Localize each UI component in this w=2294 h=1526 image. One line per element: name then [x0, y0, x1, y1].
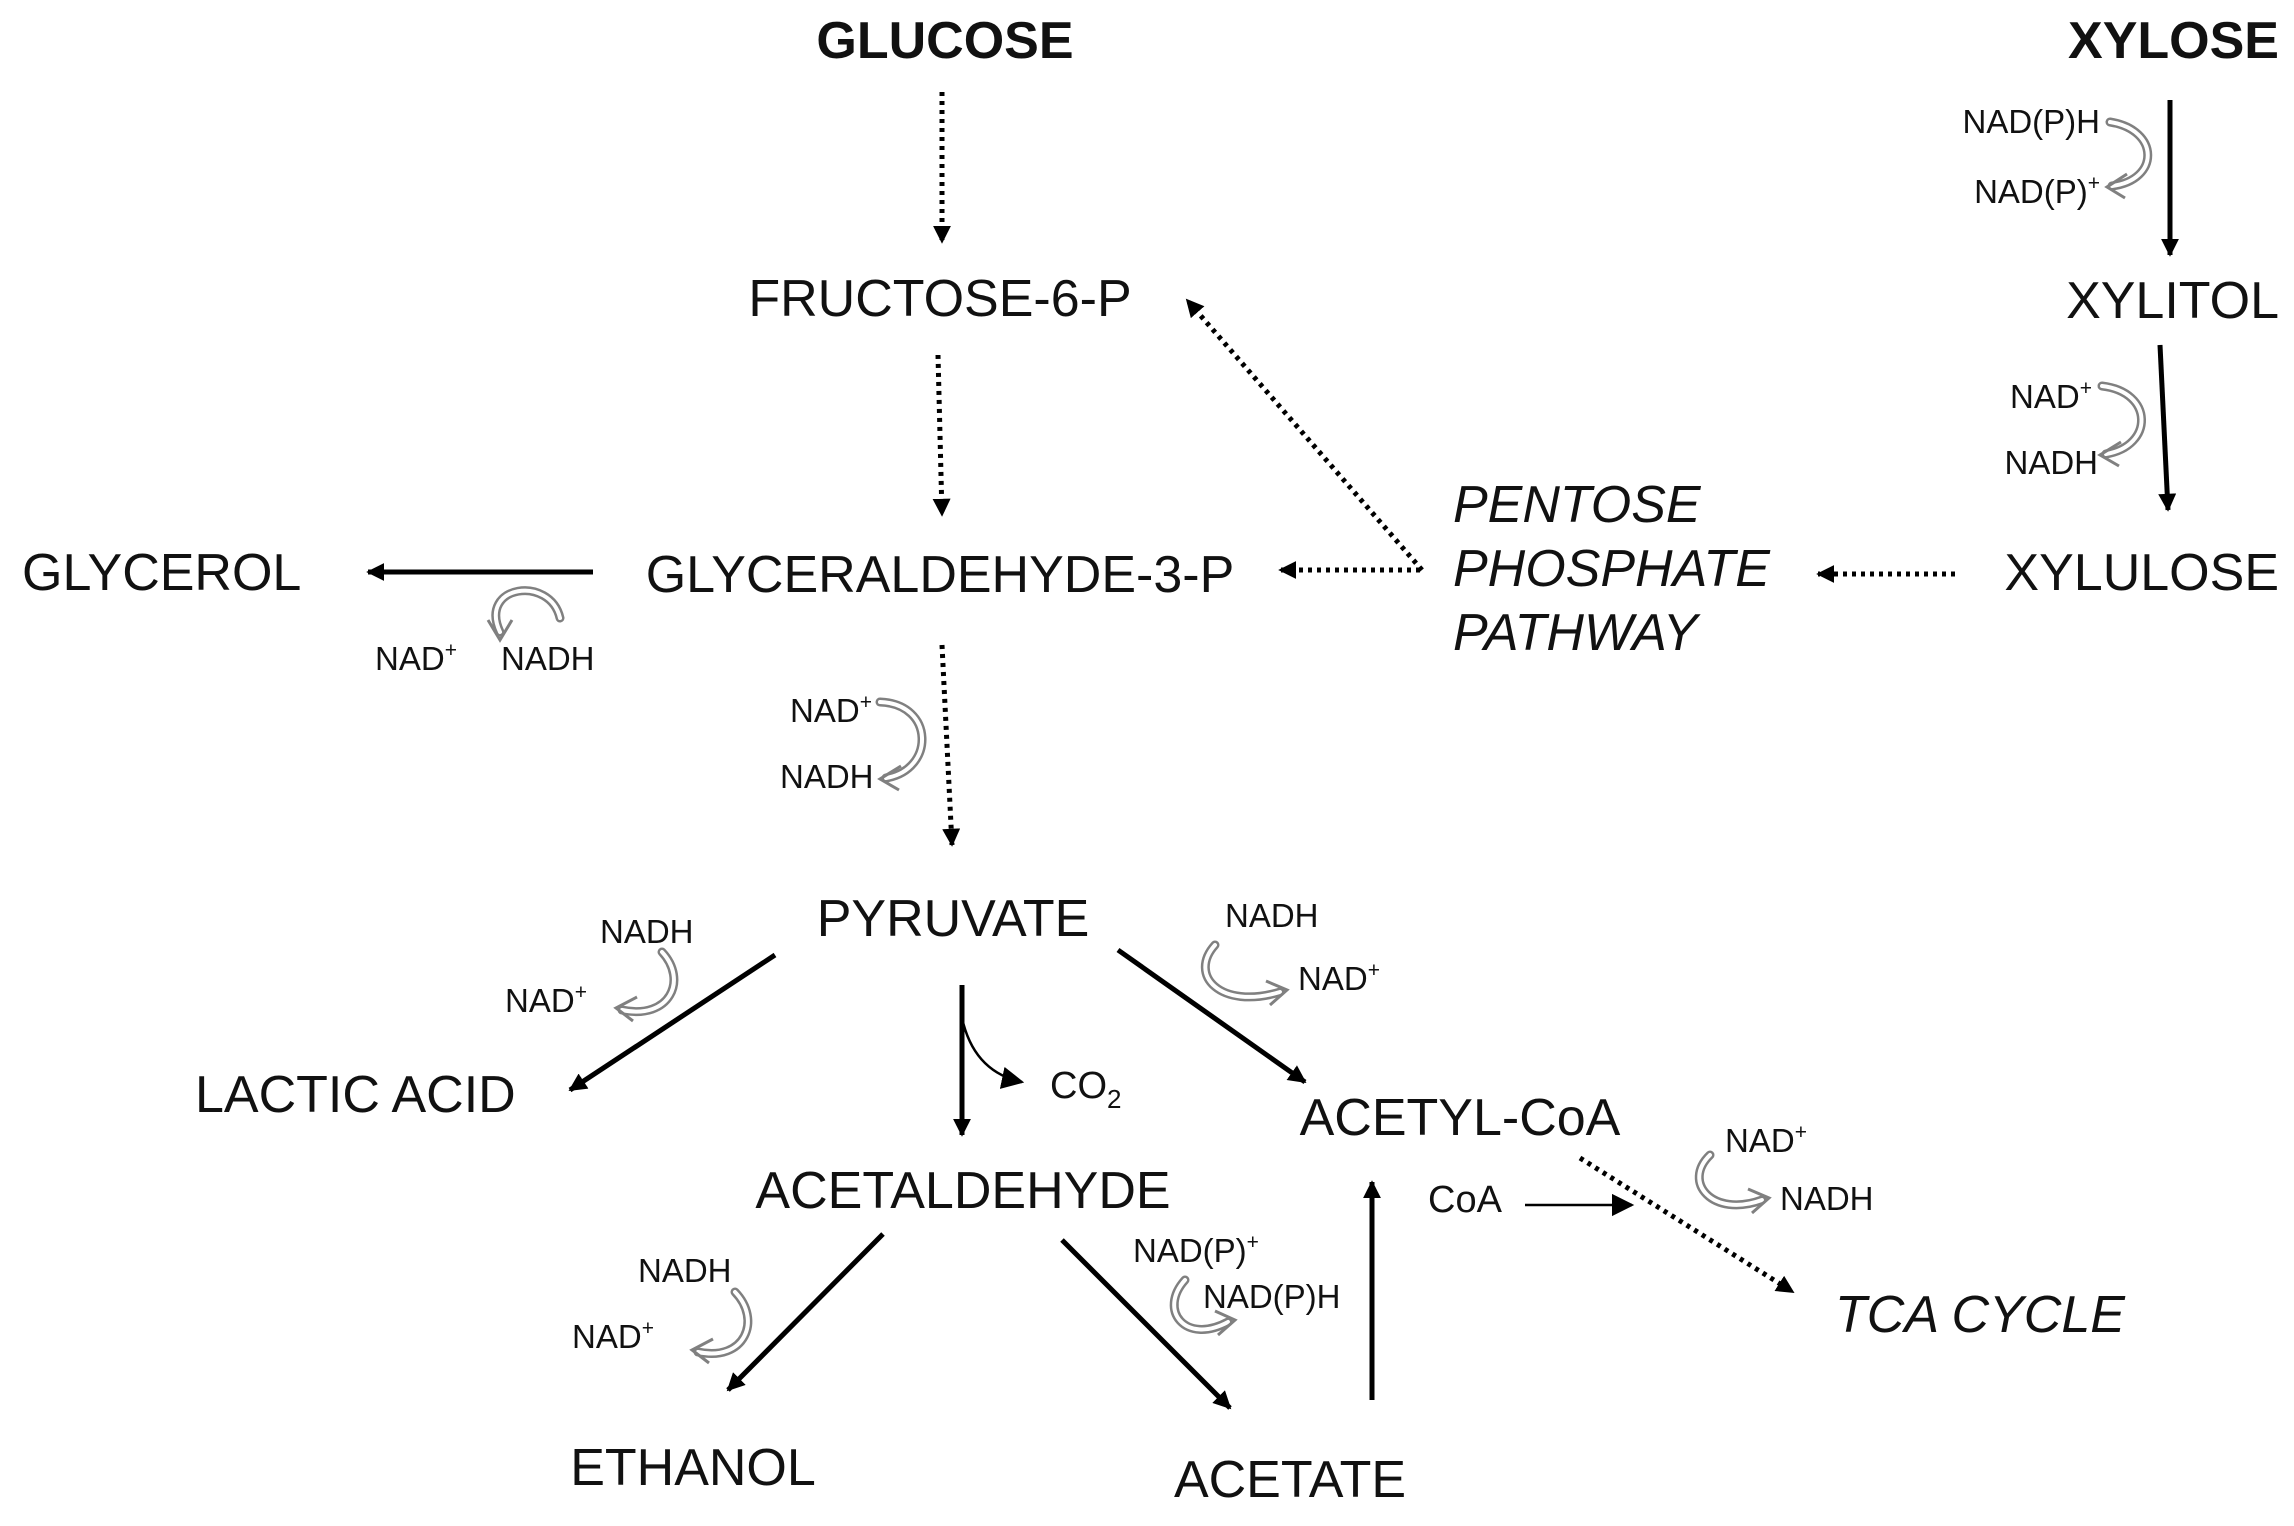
acetaldehyde-label: ACETALDEHYDE — [755, 1162, 1170, 1220]
cofactor-label-nad-tca: NAD+ — [1725, 1121, 1807, 1159]
cofactor-curve-alcohol-dehydrogenase — [689, 1287, 753, 1365]
ppp-label-line3: PATHWAY — [1453, 604, 1701, 662]
cofactor-label-nadh-ethanol: NADH — [638, 1252, 732, 1289]
cofactor-label-nadp-acetate: NAD(P)+ — [1133, 1231, 1259, 1269]
cofactor-label-nad-lactate: NAD+ — [505, 981, 587, 1019]
cofactor-label-nadh-glycerol: NADH — [501, 640, 595, 677]
cofactor-curve-xylose-reductase — [2104, 117, 2153, 200]
cofactor-label-nadh-g3p: NADH — [780, 758, 874, 795]
glucose-label: GLUCOSE — [816, 12, 1073, 70]
cofactor-curve-aldehyde-dehydrogenase — [1169, 1275, 1238, 1337]
arrow-co2-release — [960, 1017, 1025, 1089]
cofactor-label-nadh-xylitol: NADH — [2004, 444, 2098, 481]
cofactor-curve-xylitol-dehydrogenase — [2097, 381, 2146, 468]
cofactor-label-coa: CoA — [1428, 1179, 1503, 1221]
lactic-acid-label: LACTIC ACID — [195, 1066, 516, 1124]
arrow-acetaldehyde-to-ethanol — [726, 1232, 885, 1392]
ethanol-label: ETHANOL — [570, 1439, 816, 1497]
glyceraldehyde-3-p-label: GLYCERALDEHYDE-3-P — [646, 546, 1235, 604]
cofactor-label-nadp-xylose: NAD(P)+ — [1974, 172, 2100, 210]
ppp-label-line2: PHOSPHATE — [1453, 540, 1771, 598]
arrow-g3p-to-pyruvate — [939, 644, 961, 847]
arrow-xylitol-to-xylulose — [2157, 344, 2177, 512]
cofactor-label-nad-ethanol: NAD+ — [572, 1317, 654, 1355]
cofactor-curve-lactate — [613, 947, 679, 1023]
cofactor-curve-pyruvate-dehydrogenase — [1200, 940, 1290, 1007]
tca-cycle-label: TCA CYCLE — [1835, 1286, 2126, 1344]
glycerol-label: GLYCEROL — [22, 544, 301, 602]
ppp-label-line1: PENTOSE — [1453, 476, 1702, 534]
cofactor-curve-g3p-dehydrogenase — [875, 697, 927, 792]
cofactor-curve-glycerol — [486, 586, 565, 643]
cofactor-label-nad-xylitol: NAD+ — [2010, 377, 2092, 415]
arrow-ppp-to-fructose — [1185, 298, 1424, 572]
cofactor-label-co2: CO2 — [1050, 1065, 1121, 1114]
arrow-pyruvate-to-acetyl-coa — [1116, 947, 1307, 1085]
acetate-label: ACETATE — [1174, 1451, 1406, 1509]
cofactor-curve-tca — [1694, 1150, 1772, 1215]
cofactor-label-nadh-tca: NADH — [1780, 1180, 1874, 1217]
pyruvate-label: PYRUVATE — [817, 890, 1090, 948]
xylose-label: XYLOSE — [2068, 12, 2279, 70]
arrow-fructose-to-g3p — [932, 354, 951, 517]
xylitol-label: XYLITOL — [2066, 272, 2279, 330]
cofactor-label-nadph-xylose: NAD(P)H — [1963, 103, 2101, 140]
arrow-acetaldehyde-to-acetate — [1060, 1238, 1232, 1410]
cofactor-label-nad-glycerol: NAD+ — [375, 639, 457, 677]
arrow-pyruvate-to-lactic-acid — [568, 952, 777, 1093]
arrow-acetyl-coa-to-tca — [1578, 1155, 1795, 1295]
acetyl-coa-label: ACETYL-CoA — [1300, 1089, 1621, 1147]
cofactor-label-nad-pdh: NAD+ — [1298, 959, 1380, 997]
cofactor-label-nad-g3p: NAD+ — [790, 691, 872, 729]
fructose-6-p-label: FRUCTOSE-6-P — [748, 270, 1131, 328]
cofactor-label-nadh-lactate: NADH — [600, 913, 694, 950]
cofactor-label-nadh-pdh: NADH — [1225, 897, 1319, 934]
cofactor-label-nadph-acetate: NAD(P)H — [1203, 1278, 1341, 1315]
xylulose-label: XYLULOSE — [2004, 544, 2279, 602]
